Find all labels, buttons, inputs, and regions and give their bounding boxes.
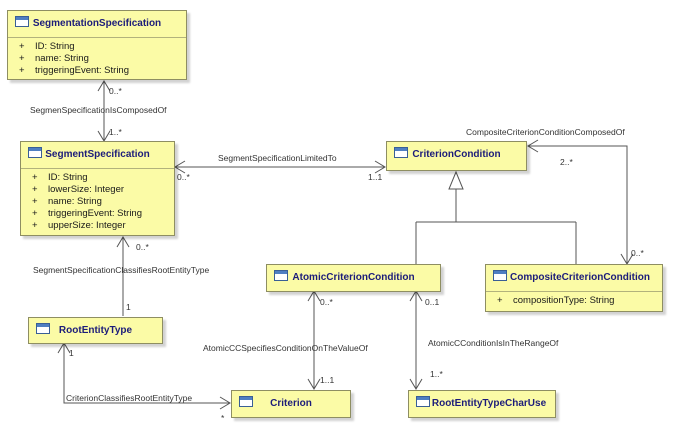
attribute-row: +name: String (32, 196, 102, 207)
attribute-row: +triggeringEvent: String (19, 65, 129, 76)
class-name: SegmentSpecification (45, 149, 150, 160)
class-name: RootEntityType (58, 325, 133, 336)
class-criterion-condition[interactable]: CriterionCondition (386, 141, 527, 171)
attribute-row: +upperSize: Integer (32, 220, 126, 231)
mult-limited-to-source: 0..* (177, 172, 190, 182)
assoc-label-criterion-classifies: CriterionClassifiesRootEntityType (66, 393, 193, 403)
assoc-label-limited-to: SegmentSpecificationLimitedTo (218, 153, 337, 163)
attribute-row: +triggeringEvent: String (32, 208, 142, 219)
mult-criterion-classifies-source: 1 (69, 348, 74, 358)
attribute-row: +compositionType: String (497, 295, 615, 306)
mult-in-range-target: 1..* (430, 369, 443, 379)
mult-composed-of-source: 0..* (109, 86, 122, 96)
class-icon (394, 147, 408, 158)
mult-composed-of-target: 1..* (109, 127, 122, 137)
class-atomic-criterion-condition[interactable]: AtomicCriterionCondition (266, 264, 441, 292)
class-name: CriterionCondition (412, 149, 501, 160)
class-segment-specification[interactable]: SegmentSpecification +ID: String +lowerS… (20, 141, 175, 236)
assoc-label-classifies-root: SegmentSpecificationClassifiesRootEntity… (33, 265, 210, 275)
arrow-head-right (374, 160, 386, 174)
mult-specifies-target: 1..1 (320, 375, 335, 385)
class-name: RootEntityTypeCharUse (431, 398, 547, 409)
assoc-line-composite-composed-of (528, 145, 628, 264)
assoc-line-criterion-classifies (63, 343, 230, 404)
class-segmentation-specification[interactable]: SegmentationSpecification +ID: String +n… (7, 10, 187, 80)
mult-composite-source: 2..* (560, 157, 573, 167)
class-icon (493, 270, 507, 281)
class-name: CompositeCriterionCondition (510, 272, 650, 283)
class-name: SegmentationSpecification (32, 18, 162, 29)
class-criterion[interactable]: Criterion (231, 390, 351, 418)
generalization-triangle (448, 170, 464, 190)
attribute-row: +name: String (19, 53, 89, 64)
attribute-row: +ID: String (32, 172, 88, 183)
class-icon (15, 16, 29, 27)
arrow-head-left (174, 160, 186, 174)
assoc-label-composed-of: SegmenSpecificationIsComposedOf (30, 105, 167, 115)
class-root-entity-type[interactable]: RootEntityType (28, 317, 163, 344)
mult-criterion-classifies-target: * (221, 413, 225, 423)
mult-composite-target: 0..* (631, 248, 644, 258)
mult-limited-to-target: 1..1 (368, 172, 383, 182)
mult-specifies-source: 0..* (320, 297, 333, 307)
arrow-head-ss-up (116, 236, 130, 248)
mult-classifies-root-target: 1 (126, 302, 131, 312)
attribute-row: +lowerSize: Integer (32, 184, 125, 195)
assoc-label-in-range: AtomicCConditionIsInTheRangeOf (428, 338, 559, 348)
assoc-label-specifies-condition: AtomicCCSpecifiesConditionOnTheValueOf (203, 343, 368, 353)
arrow-head-up (97, 80, 111, 92)
class-name: Criterion (270, 398, 312, 409)
attribute-row: +ID: String (19, 41, 75, 52)
class-root-entity-type-char-use[interactable]: RootEntityTypeCharUse (408, 390, 556, 418)
mult-classifies-root-source: 0..* (136, 242, 149, 252)
class-icon (36, 323, 50, 334)
arrow-head-crit-right (219, 396, 231, 410)
arrow-head-criterion-down (307, 378, 321, 390)
mult-in-range-source: 0..1 (425, 297, 440, 307)
class-icon (274, 270, 288, 281)
arrow-head-charuse-down (409, 378, 423, 390)
class-name: AtomicCriterionCondition (292, 272, 415, 283)
arrow-head-cc-left (527, 139, 539, 153)
assoc-label-composite-composed-of: CompositeCriterionConditionComposedOf (466, 127, 625, 137)
class-icon (28, 147, 42, 158)
class-icon (239, 396, 253, 407)
class-composite-criterion-condition[interactable]: CompositeCriterionCondition +composition… (485, 264, 663, 312)
class-icon (416, 396, 430, 407)
